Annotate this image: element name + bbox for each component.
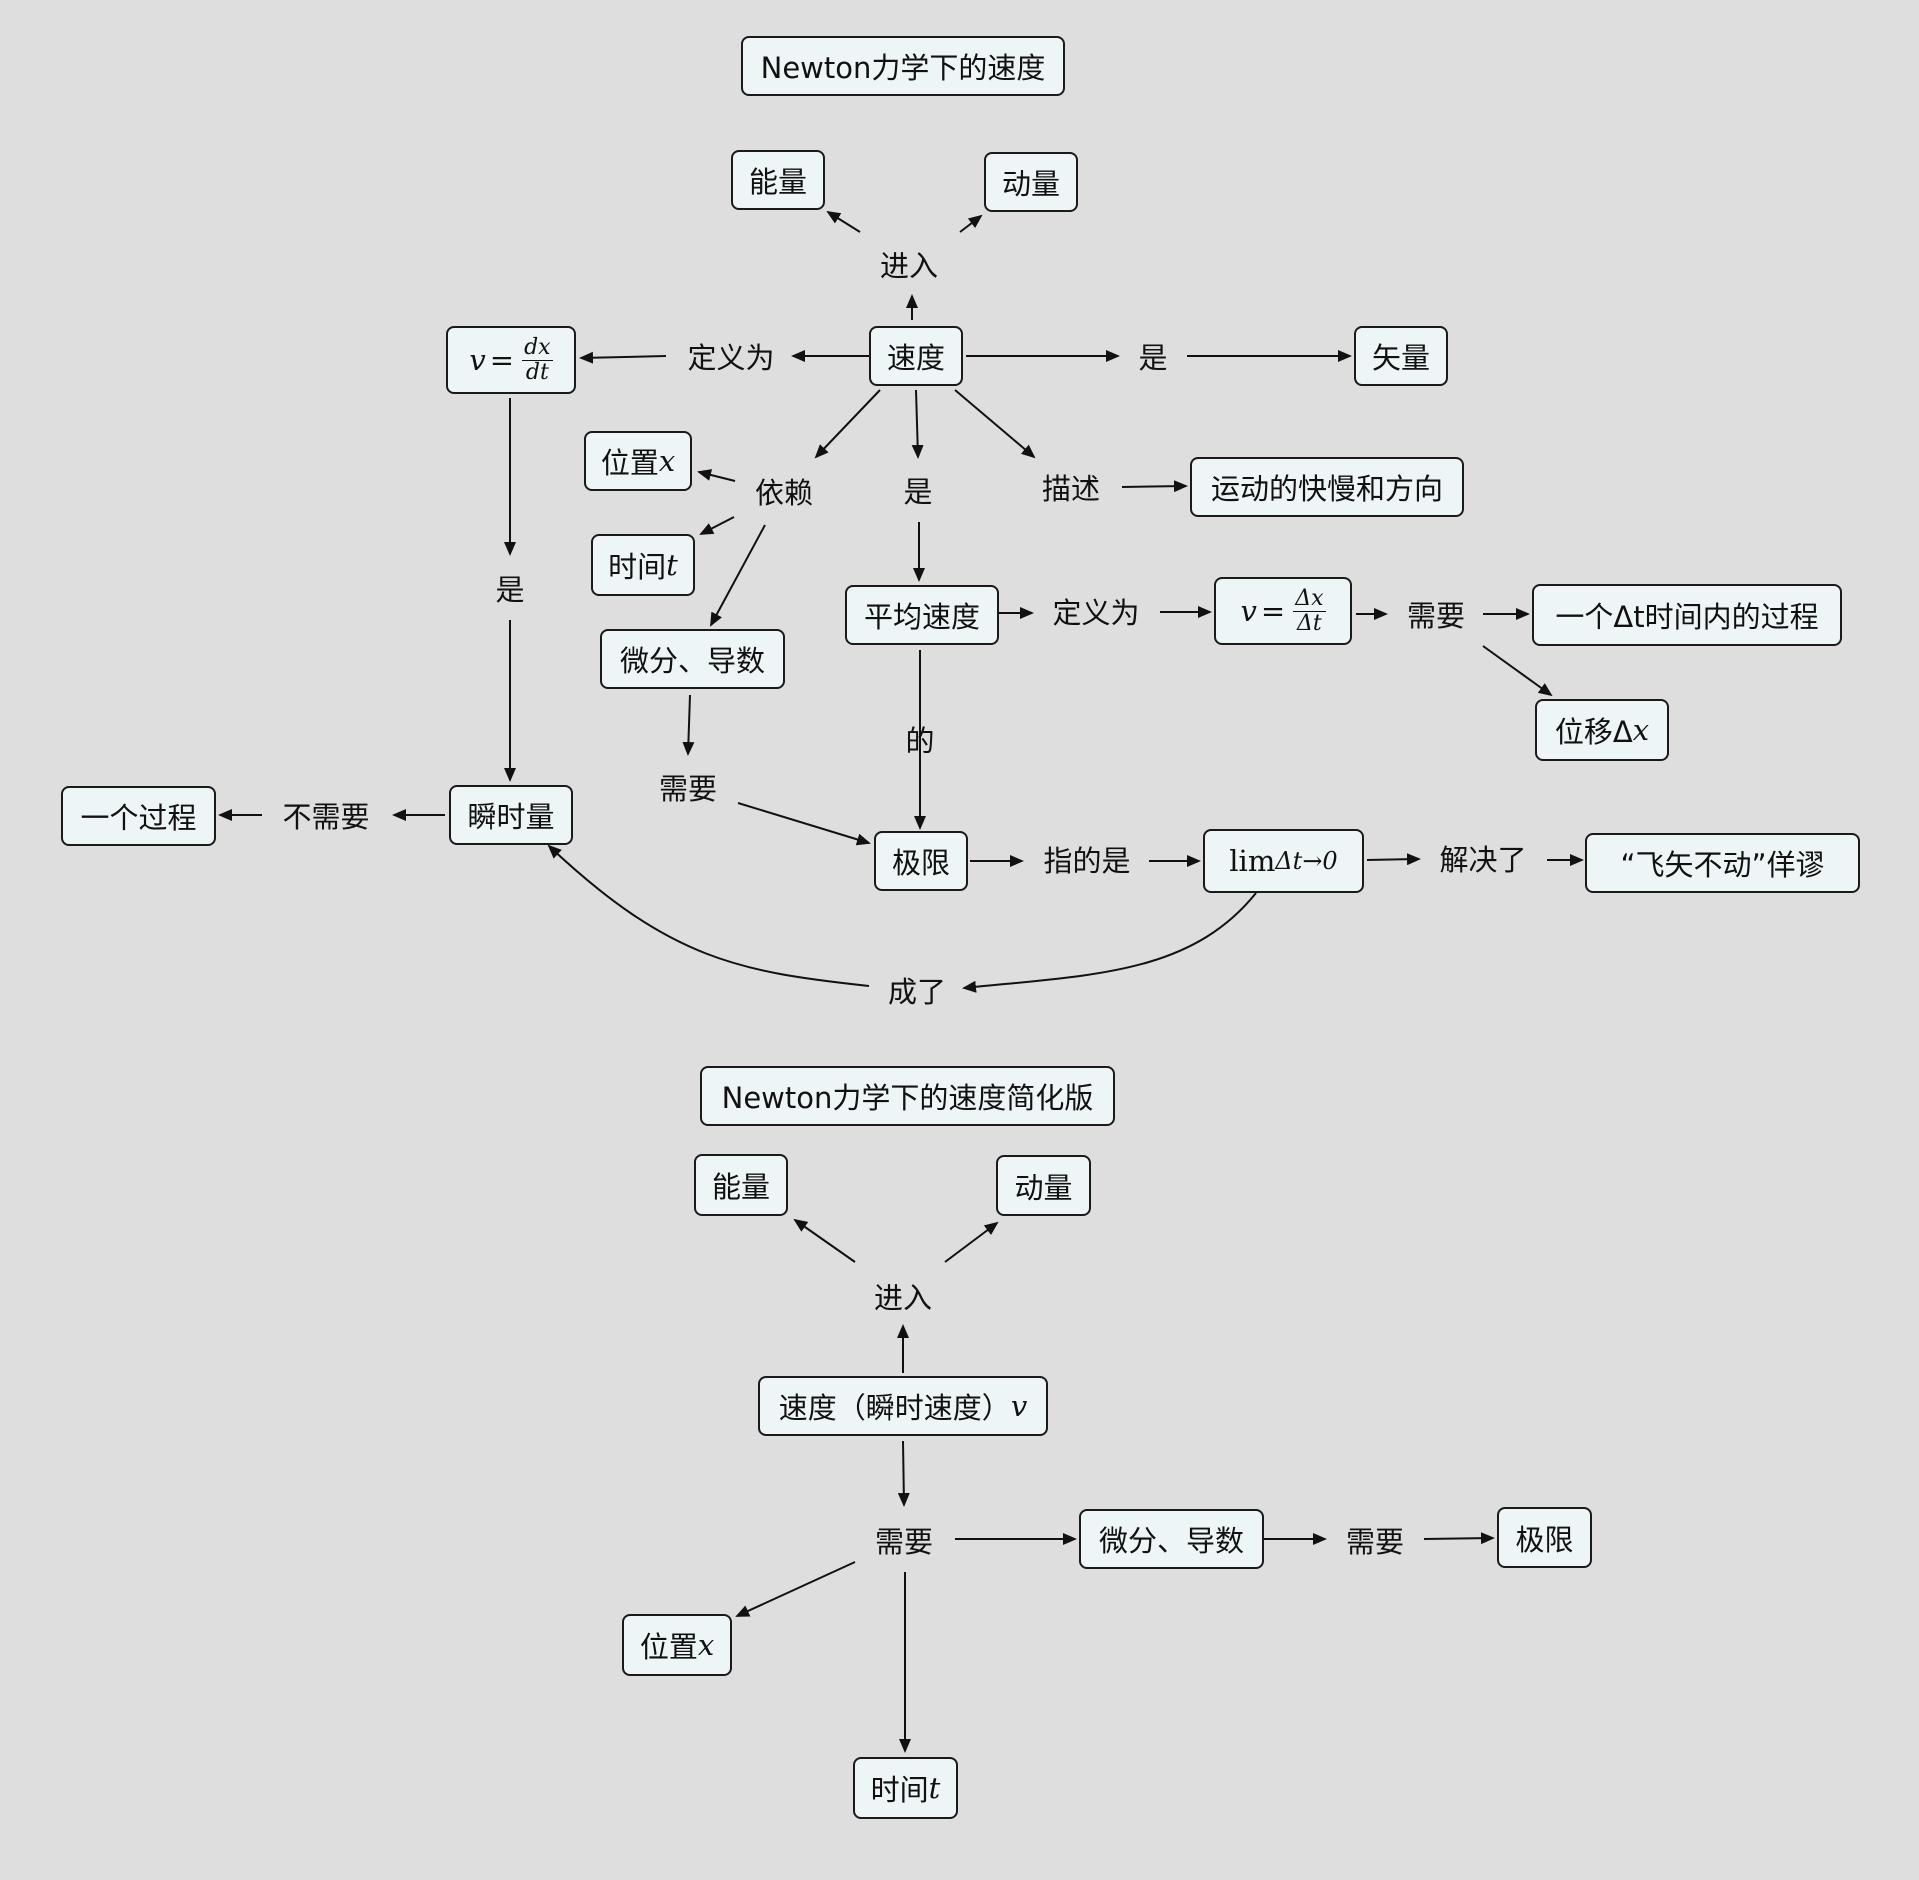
enter-label-2: 进入 (873, 1281, 933, 1315)
is-vector-label: 是 (1138, 341, 1168, 375)
defined-as-2-label: 定义为 (1052, 596, 1140, 630)
limit-node: 极限 (874, 831, 968, 891)
diagram-title: Newton力学下的速度 (741, 36, 1065, 96)
paradox-node: “飞矢不动”佯谬 (1585, 833, 1860, 893)
edge (697, 469, 736, 482)
edge (735, 1561, 856, 1617)
energy-node: 能量 (731, 150, 825, 210)
needs-2-label: 需要 (658, 772, 718, 806)
edge (579, 351, 667, 364)
average-velocity-node: 平均速度 (845, 585, 999, 645)
diagram-2-title: Newton力学下的速度简化版 (700, 1066, 1115, 1126)
edge (814, 389, 881, 459)
enter-label: 进入 (879, 249, 939, 283)
edge (959, 214, 983, 233)
edge (911, 389, 924, 459)
edge (682, 694, 695, 756)
edge (944, 1221, 999, 1263)
edge (962, 892, 1257, 993)
instantaneous-node: 瞬时量 (449, 785, 573, 845)
edge (1366, 853, 1421, 866)
edge (1121, 480, 1188, 493)
edge (699, 516, 735, 535)
needs-label: 需要 (1406, 599, 1466, 633)
is-instantaneous-label: 是 (495, 573, 525, 607)
one-process-node: 一个过程 (61, 786, 216, 846)
needs-2-label-2: 需要 (1345, 1525, 1405, 1559)
becomes-label: 成了 (887, 975, 947, 1009)
of-label: 的 (905, 724, 935, 758)
motion-node: 运动的快慢和方向 (1190, 457, 1464, 517)
refers-to-label: 指的是 (1043, 844, 1131, 878)
is-average-label: 是 (903, 475, 933, 509)
edge (1482, 645, 1553, 697)
depends-label: 依赖 (754, 476, 814, 510)
velocity-node-2: 速度（瞬时速度）v (758, 1376, 1048, 1436)
vector-node: 矢量 (1354, 326, 1448, 386)
edge (897, 1440, 910, 1507)
edge (954, 389, 1036, 459)
v-symbol: v (469, 343, 486, 377)
not-needed-label: 不需要 (282, 800, 370, 834)
differential-node-2: 微分、导数 (1079, 1509, 1264, 1569)
edge (737, 802, 871, 846)
describes-label: 描述 (1041, 472, 1101, 506)
differential-node: 微分、导数 (600, 629, 785, 689)
edge (826, 210, 861, 233)
edge (793, 1218, 856, 1263)
edge (710, 524, 766, 627)
velocity-node: 速度 (869, 326, 963, 386)
momentum-node-2: 动量 (996, 1155, 1091, 1216)
equals-sign: = (489, 343, 515, 377)
momentum-node: 动量 (984, 152, 1078, 212)
needs-label-2: 需要 (874, 1525, 934, 1559)
defined-as-label: 定义为 (687, 341, 775, 375)
process-dt-node: 一个Δt时间内的过程 (1532, 584, 1842, 646)
energy-node-2: 能量 (694, 1154, 788, 1216)
edge (1423, 1532, 1495, 1545)
limit-node-2: 极限 (1497, 1507, 1592, 1568)
solves-label: 解决了 (1439, 843, 1527, 877)
edge (547, 844, 870, 987)
